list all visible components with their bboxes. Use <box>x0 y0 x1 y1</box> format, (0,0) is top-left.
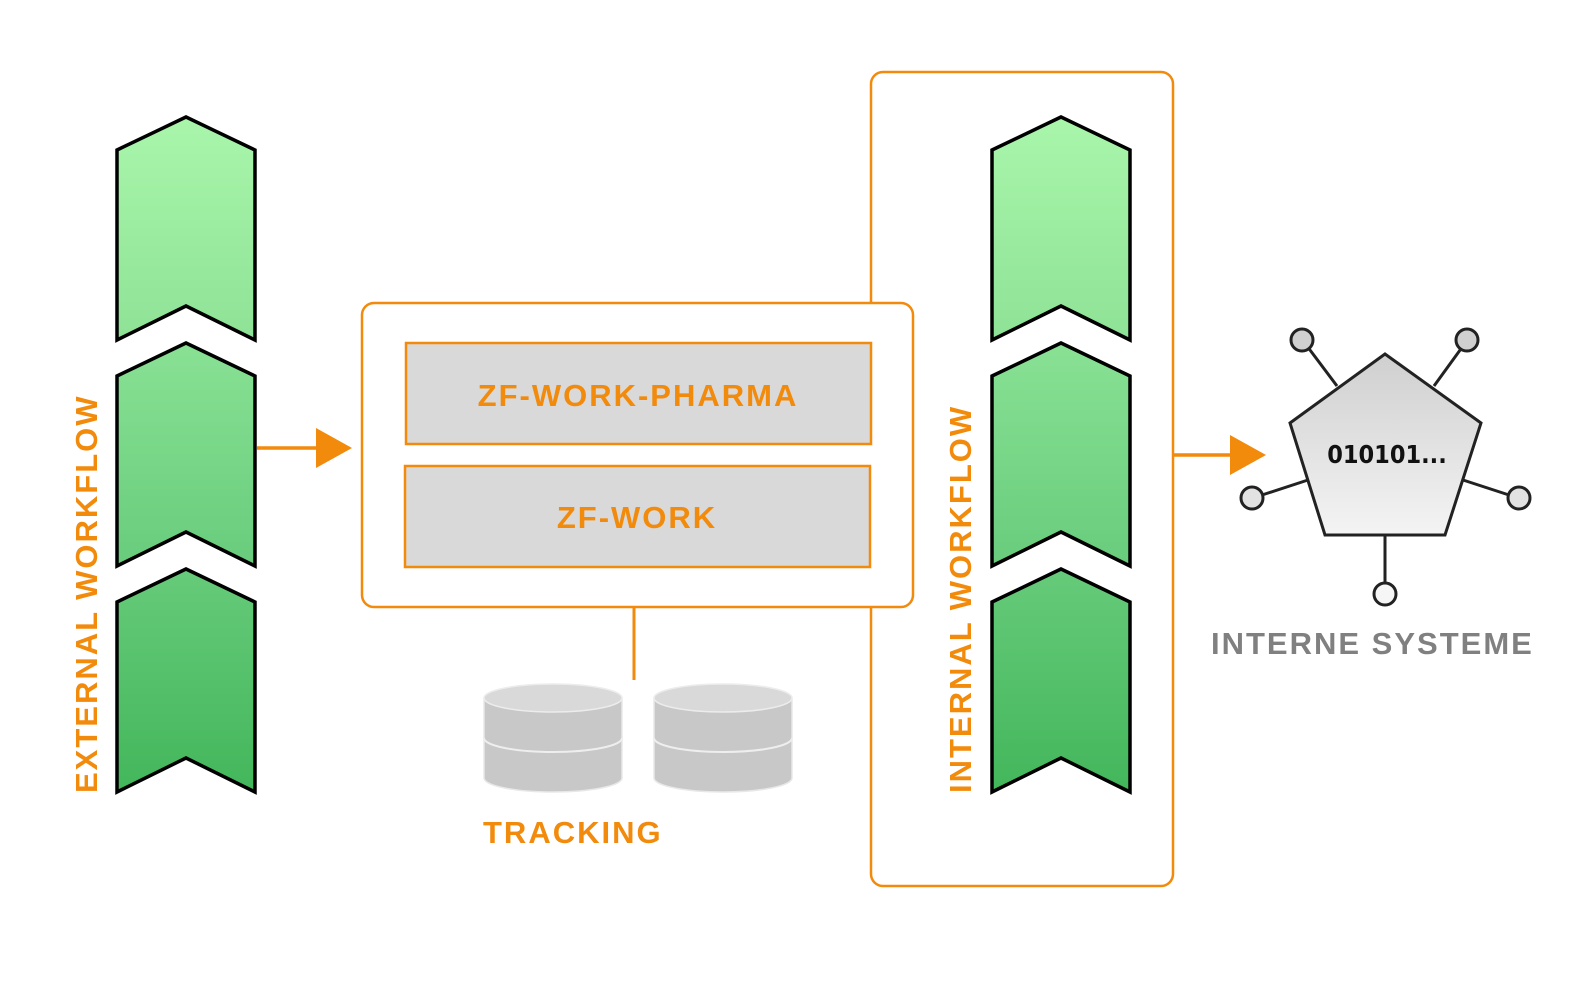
arrow-to-systems <box>1174 435 1266 475</box>
module-label: ZF-WORK-PHARMA <box>478 378 799 413</box>
arrow-to-processing <box>257 428 352 468</box>
external-workflow-label: EXTERNAL WORKFLOW <box>69 394 104 793</box>
internal-step-1 <box>990 115 1132 343</box>
internal-systems: 010101... INTERNE SYSTEME <box>1211 327 1534 661</box>
module-label: ZF-WORK <box>557 500 717 535</box>
internal-workflow: INTERNAL WORKFLOW <box>943 115 1132 795</box>
internal-systems-label: INTERNE SYSTEME <box>1211 626 1534 661</box>
external-workflow: EXTERNAL WORKFLOW <box>69 115 257 795</box>
tracking-label: TRACKING <box>483 815 663 850</box>
database-icon <box>483 683 623 793</box>
connector-node-icon <box>1239 485 1265 511</box>
tracking-databases: TRACKING <box>483 683 793 850</box>
database-icon <box>653 683 793 793</box>
internal-step-2 <box>990 341 1132 569</box>
module-zf-work[interactable]: ZF-WORK <box>403 464 872 569</box>
connector-node-icon <box>1372 581 1398 607</box>
internal-workflow-label: INTERNAL WORKFLOW <box>943 405 978 793</box>
connector-node-icon <box>1506 485 1532 511</box>
module-zf-work-pharma[interactable]: ZF-WORK-PHARMA <box>404 341 873 446</box>
internal-step-3 <box>990 567 1132 795</box>
processing-box: ZF-WORK-PHARMA ZF-WORK <box>360 301 915 609</box>
connector-node-icon <box>1289 327 1315 353</box>
external-step-3 <box>115 567 257 795</box>
connector-node-icon <box>1454 327 1480 353</box>
system-pentagon-icon <box>1288 352 1483 537</box>
external-step-2 <box>115 341 257 569</box>
binary-text: 010101... <box>1327 440 1447 469</box>
external-step-1 <box>115 115 257 343</box>
